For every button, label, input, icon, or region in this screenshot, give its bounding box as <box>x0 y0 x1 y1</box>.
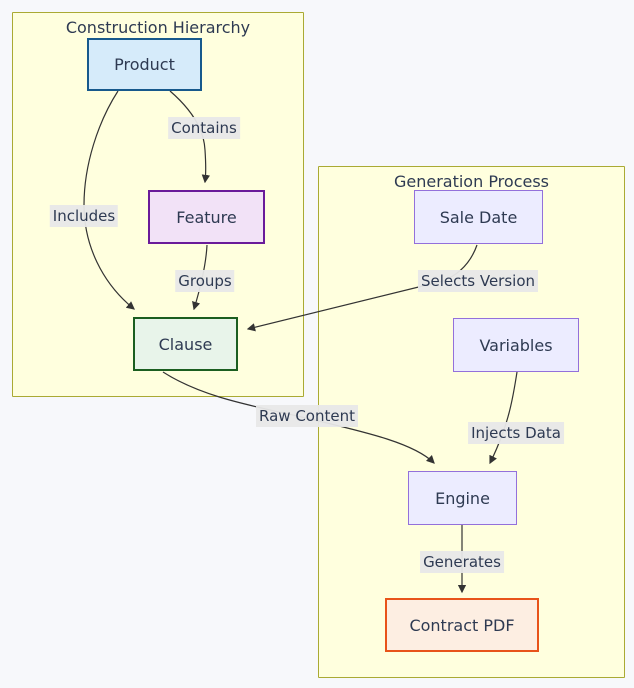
edge-product-contains-feature <box>169 90 211 184</box>
edge-label-includes: Includes <box>49 205 119 227</box>
edge-label-contains: Contains <box>168 117 240 139</box>
edge-label-raw-content: Raw Content <box>256 405 358 427</box>
cluster-title-construction-hierarchy: Construction Hierarchy <box>65 18 251 37</box>
node-product: Product <box>87 38 202 91</box>
node-variables: Variables <box>453 318 579 372</box>
node-engine: Engine <box>408 471 517 525</box>
edge-label-groups: Groups <box>175 270 235 292</box>
edge-label-injects-data: Injects Data <box>468 422 564 444</box>
edge-label-selects-version: Selects Version <box>417 270 539 292</box>
cluster-generation-process: Generation Process <box>318 166 625 678</box>
edge-product-includes-clause <box>83 90 135 310</box>
edge-variables-injectsdata-engine <box>489 371 518 465</box>
node-feature: Feature <box>148 190 265 244</box>
node-clause: Clause <box>133 317 238 371</box>
node-contract-pdf: Contract PDF <box>385 598 539 652</box>
edge-label-generates: Generates <box>420 551 504 573</box>
cluster-title-generation-process: Generation Process <box>393 172 550 191</box>
node-sale-date: Sale Date <box>414 190 543 244</box>
